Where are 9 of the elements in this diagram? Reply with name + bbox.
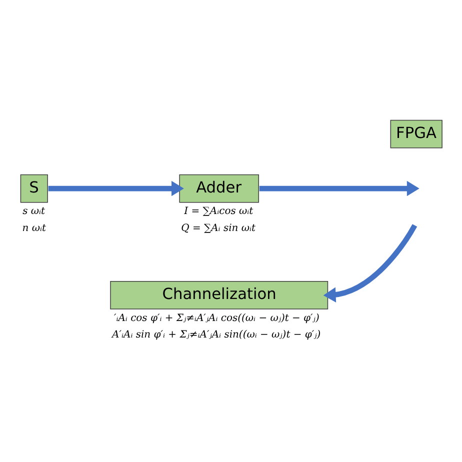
- arrow: [48, 180, 184, 196]
- arrow: [323, 224, 418, 302]
- node-label: I = ∑Aᵢcos ωᵢt: [184, 206, 254, 217]
- node-label: n ωᵢt: [22, 222, 46, 234]
- arrow: [259, 180, 420, 196]
- node-label: A′ᵢAᵢ sin φ′ᵢ + Σⱼ≠ᵢA′ⱼAᵢ sin((ωᵢ − ωⱼ)t − φ′ⱼ): [112, 329, 321, 340]
- node-label: ′ᵢAᵢ cos φ′ᵢ + Σⱼ≠ᵢA′ⱼAᵢ cos((ωᵢ − ωⱼ)t − φ′ⱼ): [114, 312, 320, 324]
- node-label: Q = ∑Aᵢ sin ωᵢt: [181, 222, 256, 234]
- node-label: s ωᵢt: [22, 206, 46, 217]
